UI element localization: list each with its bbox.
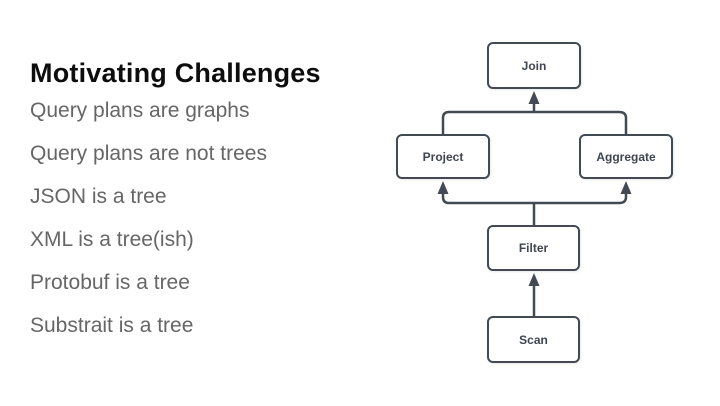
node-label: Scan bbox=[519, 332, 548, 347]
bullet-line: Protobuf is a tree bbox=[30, 271, 190, 294]
node-label: Filter bbox=[518, 241, 549, 255]
slide-title: Motivating Challenges bbox=[30, 58, 321, 89]
node-project: Project bbox=[396, 134, 490, 179]
node-label: Aggregate bbox=[596, 149, 656, 164]
bullet-list: Query plans are graphs Query plans are n… bbox=[30, 89, 267, 347]
arrowhead-into-aggregate bbox=[620, 181, 632, 194]
edge-project-aggregate-to-join bbox=[441, 103, 628, 134]
node-join: Join bbox=[487, 42, 581, 89]
edge-filter-to-project-aggregate bbox=[441, 192, 628, 225]
arrowhead-into-filter bbox=[528, 273, 540, 286]
arrowhead-into-project bbox=[437, 181, 449, 194]
node-filter: Filter bbox=[487, 225, 580, 271]
node-scan: Scan bbox=[487, 316, 580, 363]
bullet-line: Query plans are graphs bbox=[30, 99, 250, 122]
bullet-line: Substrait is a tree bbox=[30, 314, 194, 337]
node-aggregate: Aggregate bbox=[579, 134, 673, 179]
node-label: Project bbox=[422, 149, 464, 164]
bullet-line: JSON is a tree bbox=[30, 185, 167, 208]
node-label: Join bbox=[521, 58, 547, 73]
arrowhead-into-join bbox=[528, 91, 540, 104]
bullet-line: XML is a tree(ish) bbox=[30, 228, 194, 251]
bullet-line: Query plans are not trees bbox=[30, 142, 267, 165]
